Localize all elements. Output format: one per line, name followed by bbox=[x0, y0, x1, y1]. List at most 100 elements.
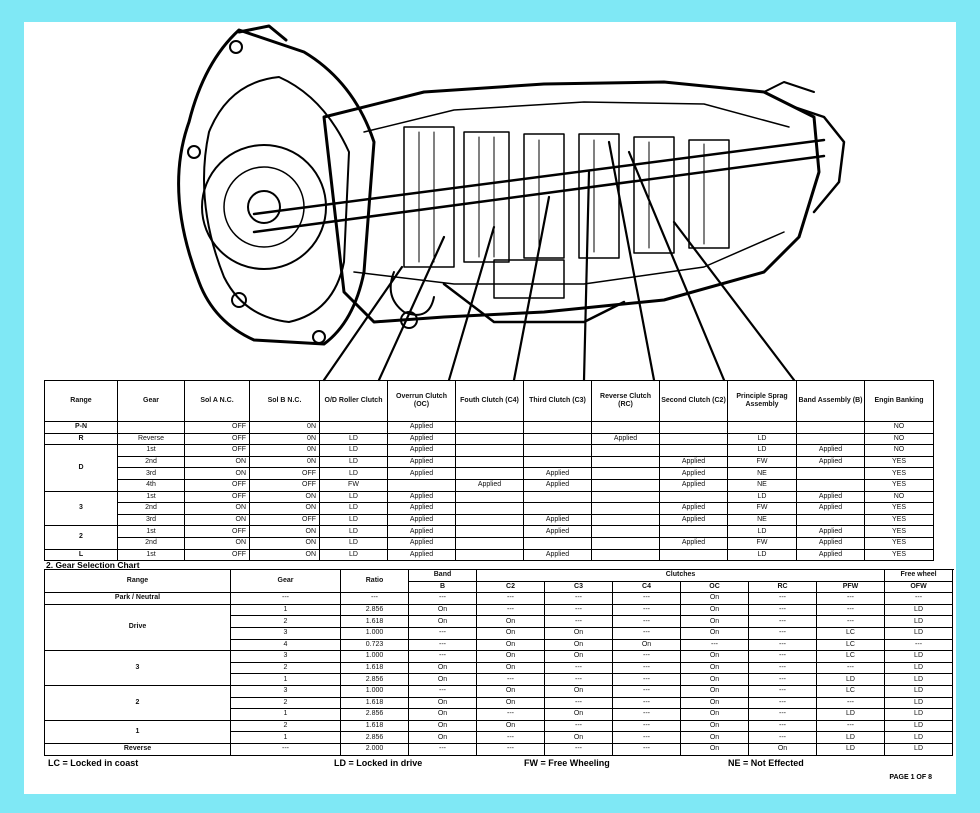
table-cell: Applied bbox=[659, 467, 728, 480]
table-cell: On bbox=[680, 626, 749, 640]
table-cell: Applied bbox=[659, 536, 728, 550]
table-cell: --- bbox=[612, 615, 681, 628]
column-header: Gear bbox=[117, 380, 185, 422]
table-cell: On bbox=[476, 615, 545, 628]
table-cell: 1.618 bbox=[340, 615, 409, 628]
table-cell: On bbox=[680, 684, 749, 698]
table-cell: FW bbox=[319, 478, 388, 492]
table-cell: LC bbox=[815, 638, 886, 652]
table-cell: 1.618 bbox=[340, 696, 409, 710]
table-cell: LC bbox=[815, 626, 886, 640]
table-cell bbox=[523, 432, 592, 446]
table-cell: YES bbox=[864, 455, 934, 469]
table-cell: NO bbox=[864, 421, 934, 434]
table-cell bbox=[591, 455, 660, 469]
table-cell: 3rd bbox=[117, 513, 185, 527]
table-cell: On bbox=[680, 673, 749, 686]
table-cell: 3rd bbox=[117, 467, 185, 480]
table-cell: 0N bbox=[249, 444, 320, 457]
table-cell: LD bbox=[319, 490, 388, 504]
table-cell: Applied bbox=[523, 548, 592, 562]
table-cell: --- bbox=[815, 719, 886, 733]
table-cell bbox=[591, 444, 660, 457]
table-cell: LD bbox=[319, 536, 388, 550]
table-cell: ON bbox=[184, 455, 250, 469]
table-cell: LD bbox=[884, 615, 954, 628]
table-cell bbox=[455, 432, 524, 446]
table-cell: --- bbox=[612, 742, 681, 756]
table-cell: --- bbox=[748, 673, 817, 686]
table-cell: 1st bbox=[117, 444, 185, 457]
table-cell: --- bbox=[544, 673, 613, 686]
table-cell: --- bbox=[340, 592, 409, 605]
table-cell: 1 bbox=[230, 708, 341, 721]
table-cell: On bbox=[612, 638, 681, 652]
table-cell bbox=[455, 490, 524, 504]
table-cell: OFF bbox=[249, 513, 320, 527]
table-cell: On bbox=[680, 603, 749, 617]
table-cell: --- bbox=[544, 661, 613, 675]
table-cell: LD bbox=[727, 444, 797, 457]
table-cell: On bbox=[476, 696, 545, 710]
table-cell: On bbox=[680, 696, 749, 710]
table-cell: On bbox=[680, 592, 749, 605]
table-cell: --- bbox=[815, 696, 886, 710]
table-cell: --- bbox=[680, 638, 749, 652]
table-cell: --- bbox=[230, 592, 341, 605]
table-cell: 0.723 bbox=[340, 638, 409, 652]
table-cell: --- bbox=[748, 661, 817, 675]
table-cell: Applied bbox=[387, 502, 456, 515]
table-cell bbox=[387, 478, 456, 492]
table-cell: --- bbox=[748, 626, 817, 640]
table-cell: --- bbox=[884, 592, 954, 605]
table-cell: 2nd bbox=[117, 536, 185, 550]
table-cell bbox=[455, 513, 524, 527]
column-header: Second Clutch (C2) bbox=[659, 380, 728, 422]
table-cell: 3 bbox=[230, 684, 341, 698]
table-cell: ON bbox=[184, 502, 250, 515]
table-cell: On bbox=[476, 650, 545, 663]
table-cell: On bbox=[476, 626, 545, 640]
table-cell: 1 bbox=[230, 603, 341, 617]
table-cell bbox=[591, 421, 660, 434]
table-cell: --- bbox=[612, 626, 681, 640]
column-subheader: C4 bbox=[612, 580, 681, 594]
table-cell bbox=[591, 548, 660, 562]
table-cell: --- bbox=[476, 708, 545, 721]
table-cell: NE bbox=[727, 513, 797, 527]
table-cell bbox=[591, 467, 660, 480]
table-cell: LD bbox=[319, 455, 388, 469]
column-subheader: B bbox=[408, 580, 477, 594]
table-cell: On bbox=[544, 731, 613, 744]
column-subheader: RC bbox=[748, 580, 817, 594]
table-cell: 1.000 bbox=[340, 650, 409, 663]
table-cell: 0N bbox=[249, 432, 320, 446]
table-cell: LD bbox=[815, 731, 886, 744]
gear-selection-chart-title: 2. Gear Selection Chart bbox=[46, 560, 140, 570]
table-cell: LD bbox=[815, 673, 886, 686]
table-cell: Applied bbox=[796, 548, 865, 562]
table-cell: LD bbox=[319, 444, 388, 457]
table-cell: NE bbox=[727, 467, 797, 480]
table-cell: Applied bbox=[387, 548, 456, 562]
table-cell: On bbox=[680, 719, 749, 733]
table-cell: 1st bbox=[117, 525, 185, 538]
table-cell: 2 bbox=[230, 661, 341, 675]
table-cell: On bbox=[408, 673, 477, 686]
table-cell: --- bbox=[408, 742, 477, 756]
table-cell: On bbox=[408, 719, 477, 733]
table-cell: LD bbox=[884, 696, 954, 710]
table-cell bbox=[455, 536, 524, 550]
table-cell bbox=[455, 455, 524, 469]
table-cell: 1st bbox=[117, 548, 185, 562]
range-cell: P-N bbox=[44, 421, 118, 434]
